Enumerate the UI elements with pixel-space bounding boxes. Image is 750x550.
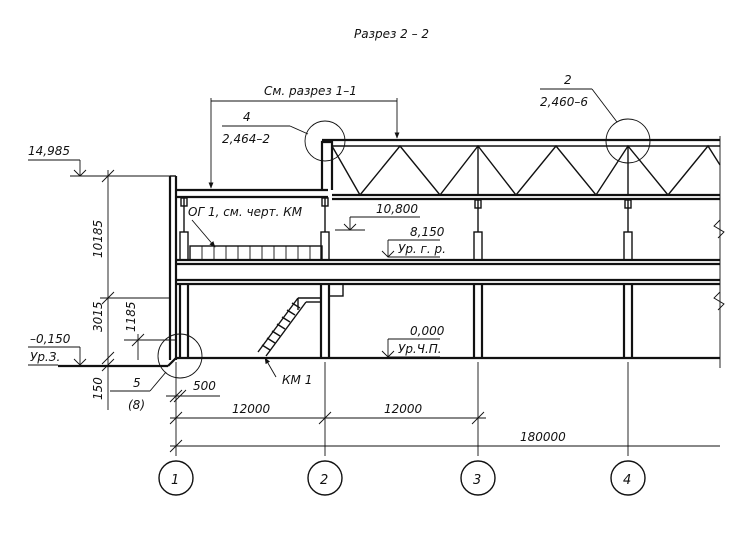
level-ground-label: Ур.З. [30,350,60,364]
axis-1: 1 [158,460,194,496]
level-craneway: Ур. г. р. [398,242,446,256]
dim-500: 500 [193,379,216,393]
level-10800: 10,800 [376,202,418,216]
axis-3-label: 3 [473,473,481,488]
level-floor: Ур.Ч.П. [398,342,442,356]
node-4-number: 4 [243,110,251,124]
level-0000: 0,000 [410,324,445,338]
dim-3015: 3015 [91,301,105,332]
section-title: Разрез 2 – 2 [354,27,429,41]
level-8150: 8,150 [410,225,445,239]
dim-total: 180000 [520,430,566,444]
level-marks: 14,985 10,800 8,150 Ур. г. р. 0,000 Ур.Ч… [28,144,446,366]
axis-2: 2 [307,460,343,496]
level-ground: –0,150 [30,332,71,346]
og-label: ОГ 1, см. черт. КМ [188,205,303,219]
axis-4: 4 [610,460,646,496]
axis-3: 3 [460,460,496,496]
dimensions: 10185 3015 150 1185 500 12000 12000 1800… [91,169,720,456]
callouts: См. разрез 1–1 4 2,464–2 2 2,460–6 5 (8)… [110,73,651,412]
node-5-sub: (8) [128,398,145,412]
node-4-reference: 2,464–2 [222,132,270,146]
dim-1185: 1185 [124,301,138,332]
axis-markers: 1 2 3 4 [158,460,646,496]
km-label: КМ 1 [282,373,312,387]
dim-10185: 10185 [91,220,105,258]
dim-150: 150 [91,377,105,400]
node-2-number: 2 [564,73,572,87]
axis-1-label: 1 [171,473,179,488]
node-5-number: 5 [133,376,141,390]
axis-2-label: 2 [320,473,328,488]
level-top: 14,985 [28,144,70,158]
structure [58,136,725,368]
node-2-reference: 2,460–6 [540,95,588,109]
axis-4-label: 4 [623,473,631,488]
dim-span-2: 12000 [384,402,423,416]
dim-span-1: 12000 [232,402,271,416]
see-section-note: См. разрез 1–1 [264,84,357,98]
